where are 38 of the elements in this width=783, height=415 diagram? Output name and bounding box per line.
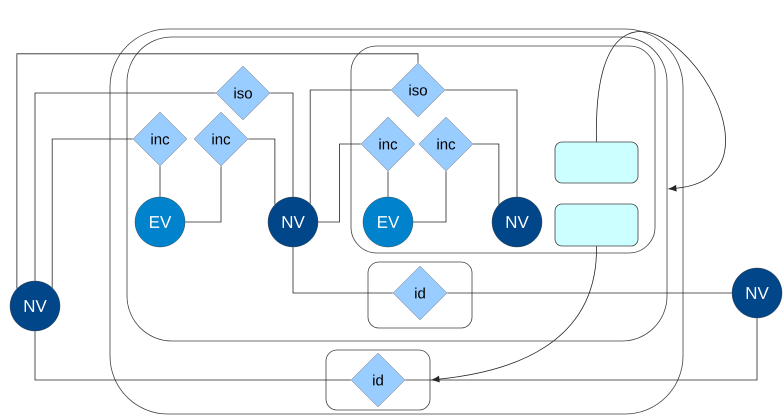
diamond-node: iso	[216, 66, 270, 120]
diamond-node: inc	[132, 112, 188, 166]
connector	[52, 138, 134, 288]
diamond-node: inc	[194, 112, 248, 166]
connector	[446, 292, 732, 294]
rounded-box	[554, 142, 638, 184]
circle-node: EV	[362, 196, 414, 248]
diamond-node: id	[350, 352, 406, 408]
curved-arrow	[432, 246, 597, 382]
connector	[248, 138, 276, 205]
connector	[184, 166, 222, 222]
diamond-node: id	[392, 266, 448, 320]
connector	[444, 90, 518, 198]
circle-node: NV	[268, 196, 318, 248]
circle-node: EV	[134, 196, 186, 248]
diamond-node: inc	[418, 116, 474, 172]
rounded-box	[326, 350, 430, 410]
connector	[292, 246, 394, 294]
connector	[270, 92, 294, 198]
connector	[318, 144, 362, 222]
connector	[16, 53, 418, 289]
connector	[34, 330, 352, 380]
rounded-box	[554, 204, 638, 246]
connector	[472, 144, 500, 205]
rounded-box	[350, 46, 656, 254]
circle-node: NV	[10, 280, 60, 332]
connector	[34, 92, 216, 282]
diamond-node: inc	[360, 116, 416, 172]
diamond-node: iso	[390, 62, 446, 118]
connector	[310, 90, 392, 204]
connector	[404, 318, 758, 380]
connector	[412, 170, 446, 222]
rounded-box	[110, 28, 684, 414]
curved-arrow	[596, 32, 726, 192]
rounded-box	[126, 36, 668, 342]
circle-node: NV	[492, 196, 542, 248]
circle-node: NV	[732, 268, 782, 318]
rounded-box	[368, 262, 472, 328]
